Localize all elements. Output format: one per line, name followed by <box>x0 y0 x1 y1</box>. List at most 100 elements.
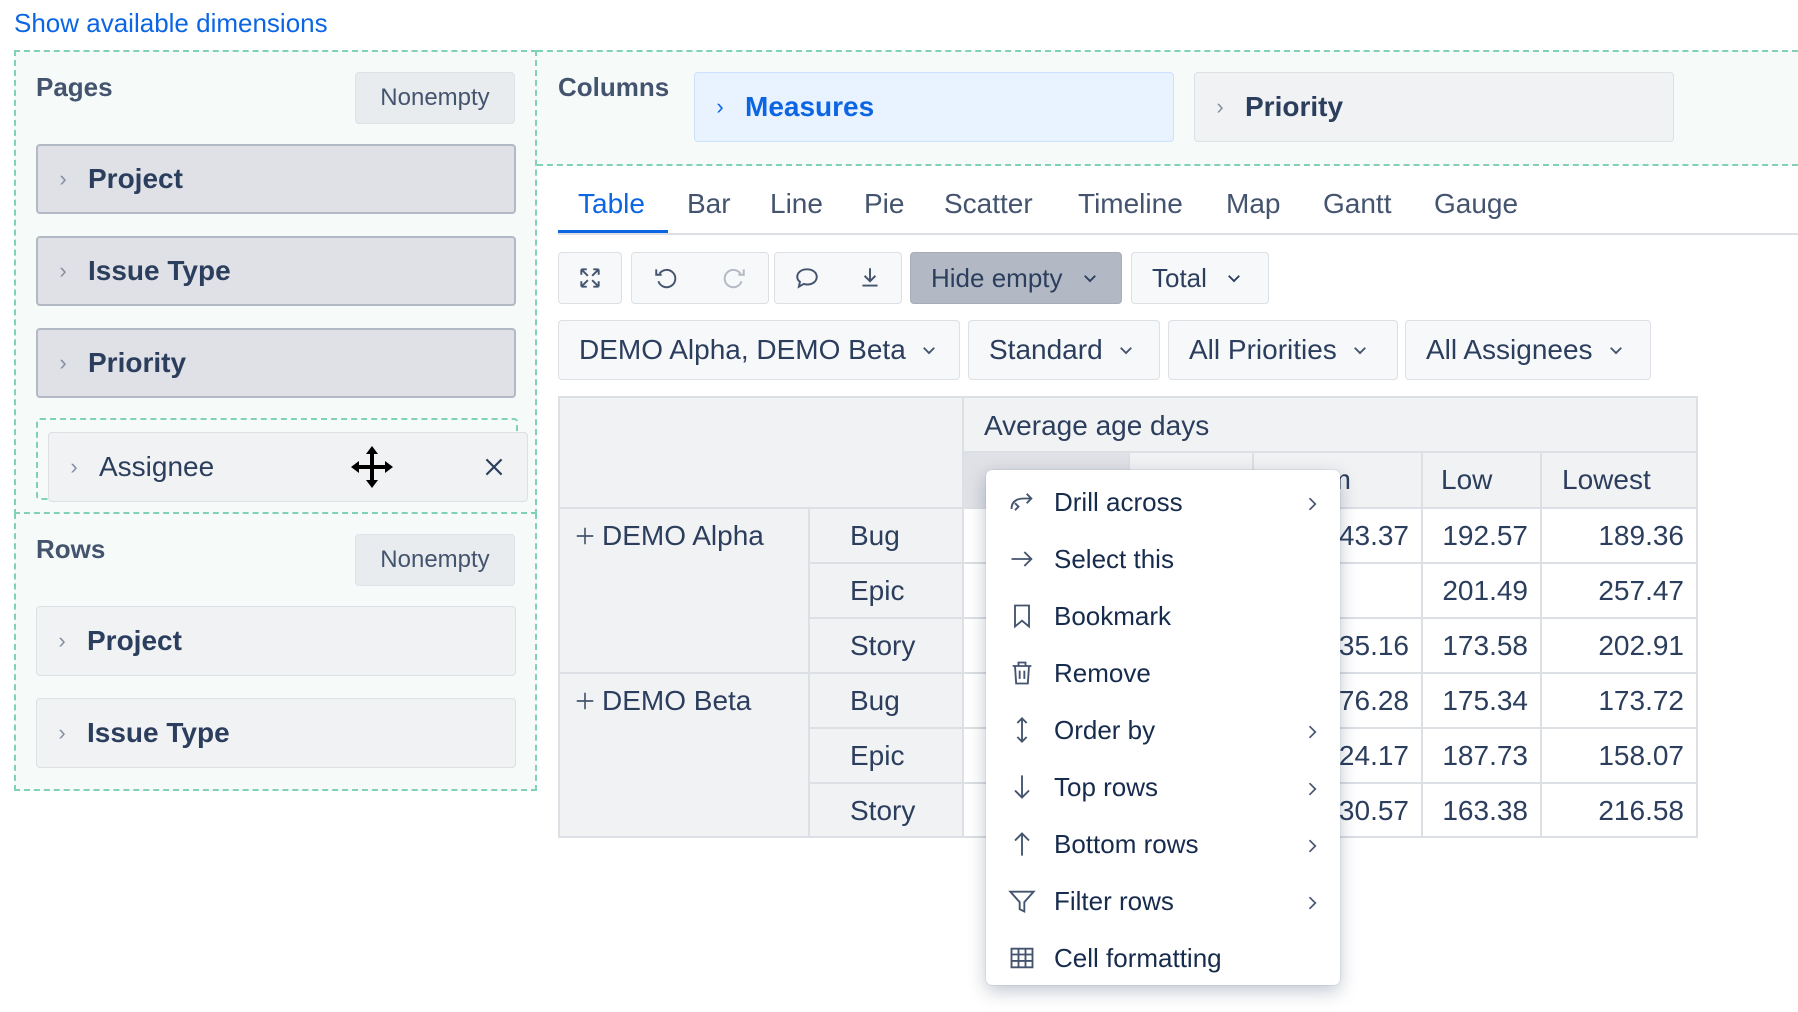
grid-line <box>1421 452 1423 838</box>
menu-item-top-rows[interactable]: Top rows <box>986 759 1340 815</box>
menu-item-filter-rows[interactable]: Filter rows <box>986 873 1340 929</box>
value-cell[interactable]: 30.57 <box>1338 795 1409 826</box>
grid-line <box>808 508 810 838</box>
expand-plus-icon[interactable] <box>574 525 596 547</box>
row-group-demo-beta[interactable]: DEMO Beta <box>574 679 751 723</box>
project-filter-dropdown[interactable]: DEMO Alpha, DEMO Beta <box>558 320 960 380</box>
value-cell[interactable]: 202.91 <box>1598 630 1684 661</box>
row-header-epic[interactable]: Epic <box>850 575 905 606</box>
value-cell[interactable]: 173.58 <box>1442 630 1528 661</box>
chevron-right-icon: › <box>59 350 67 375</box>
menu-item-label: Bookmark <box>1054 600 1172 631</box>
total-dropdown[interactable]: Total <box>1131 252 1269 304</box>
menu-item-bookmark[interactable]: Bookmark <box>986 588 1340 644</box>
menu-item-select-this[interactable]: Select this <box>986 531 1340 587</box>
header-low[interactable]: Low <box>1441 464 1493 495</box>
page-dimension-assignee-dragging[interactable]: › Assignee <box>48 432 528 502</box>
dimension-label: Issue Type <box>88 255 231 286</box>
page-dimension-priority[interactable]: › Priority <box>36 328 516 398</box>
value-cell[interactable]: 192.57 <box>1442 520 1528 551</box>
value-cell[interactable]: 175.34 <box>1442 685 1528 716</box>
header-lowest[interactable]: Lowest <box>1562 464 1651 495</box>
priorities-filter-dropdown[interactable]: All Priorities <box>1168 320 1398 380</box>
column-dimension-priority[interactable]: › Priority <box>1194 72 1674 142</box>
active-tab-indicator <box>558 230 668 234</box>
standard-filter-dropdown[interactable]: Standard <box>968 320 1160 380</box>
tab-bar[interactable]: Bar <box>687 188 731 219</box>
value-cell[interactable]: 257.47 <box>1598 575 1684 606</box>
column-dimension-measures[interactable]: › Measures <box>694 72 1174 142</box>
measure-header[interactable]: Average age days <box>984 410 1210 441</box>
dimension-label: Assignee <box>99 451 215 482</box>
row-dimension-issue-type[interactable]: › Issue Type <box>36 698 516 768</box>
download-icon[interactable] <box>857 265 883 291</box>
chevron-right-icon: › <box>58 628 66 653</box>
grid-line <box>962 451 1698 453</box>
undo-icon[interactable] <box>653 265 679 291</box>
chevron-down-icon <box>1225 269 1243 287</box>
page-dimension-issue-type[interactable]: › Issue Type <box>36 236 516 306</box>
menu-item-remove[interactable]: Remove <box>986 645 1340 701</box>
row-group-demo-alpha[interactable]: DEMO Alpha <box>574 514 764 558</box>
tab-timeline[interactable]: Timeline <box>1078 188 1183 219</box>
tabs-divider <box>558 233 1798 235</box>
rows-nonempty-button[interactable]: Nonempty <box>355 534 515 586</box>
redo-icon[interactable] <box>721 265 747 291</box>
tab-gauge[interactable]: Gauge <box>1434 188 1519 219</box>
chevron-right-icon <box>1302 490 1322 521</box>
value-cell[interactable]: 158.07 <box>1598 740 1684 771</box>
expand-plus-icon[interactable] <box>574 690 596 712</box>
value-cell[interactable]: 201.49 <box>1442 575 1528 606</box>
assignees-filter-dropdown[interactable]: All Assignees <box>1405 320 1651 380</box>
value-cell[interactable]: 173.72 <box>1598 685 1684 716</box>
menu-item-label: Top rows <box>1054 771 1159 802</box>
dimension-label: Project <box>88 163 183 194</box>
menu-item-order-by[interactable]: Order by <box>986 702 1340 758</box>
chevron-down-icon <box>1351 341 1369 359</box>
hide-empty-label: Hide empty <box>931 262 1063 293</box>
value-cell[interactable]: 24.17 <box>1338 740 1409 771</box>
menu-item-drill-across[interactable]: Drill across <box>986 474 1340 530</box>
chevron-right-icon <box>1302 718 1322 749</box>
value-cell[interactable]: 163.38 <box>1442 795 1528 826</box>
show-available-dimensions-link[interactable]: Show available dimensions <box>14 8 328 38</box>
menu-item-cell-formatting[interactable]: Cell formatting <box>986 930 1340 986</box>
fullscreen-button[interactable] <box>558 252 622 304</box>
tab-table[interactable]: Table <box>578 188 645 219</box>
grid-line <box>962 398 964 838</box>
menu-item-label: Select this <box>1054 543 1174 574</box>
dimension-label: Measures <box>745 91 875 122</box>
value-cell[interactable]: 187.73 <box>1442 740 1528 771</box>
row-header-bug[interactable]: Bug <box>850 520 900 551</box>
value-cell[interactable]: 43.37 <box>1338 520 1409 551</box>
tab-pie[interactable]: Pie <box>864 188 905 219</box>
chevron-down-icon <box>1081 269 1099 287</box>
close-icon[interactable] <box>481 454 507 480</box>
value-cell[interactable]: 35.16 <box>1338 630 1409 661</box>
tab-line[interactable]: Line <box>770 188 823 219</box>
move-cursor-icon <box>350 445 394 494</box>
row-header-epic[interactable]: Epic <box>850 740 905 771</box>
chevron-right-icon <box>1302 889 1322 920</box>
menu-item-bottom-rows[interactable]: Bottom rows <box>986 816 1340 872</box>
arrow-right-icon <box>1006 543 1038 575</box>
row-header-story[interactable]: Story <box>850 630 916 661</box>
hide-empty-dropdown[interactable]: Hide empty <box>910 252 1122 304</box>
tab-gantt[interactable]: Gantt <box>1323 188 1392 219</box>
project-label: DEMO Beta <box>602 685 752 716</box>
standard-filter-label: Standard <box>989 334 1103 365</box>
value-cell[interactable]: 216.58 <box>1598 795 1684 826</box>
value-cell[interactable]: 189.36 <box>1598 520 1684 551</box>
value-cell[interactable]: 76.28 <box>1338 685 1409 716</box>
row-header-bug[interactable]: Bug <box>850 685 900 716</box>
page-dimension-project[interactable]: › Project <box>36 144 516 214</box>
comment-icon[interactable] <box>794 265 820 291</box>
tab-map[interactable]: Map <box>1226 188 1281 219</box>
row-header-story[interactable]: Story <box>850 795 916 826</box>
tab-scatter[interactable]: Scatter <box>944 188 1033 219</box>
total-label: Total <box>1152 262 1207 293</box>
dimension-label: Project <box>87 625 182 656</box>
menu-item-label: Filter rows <box>1054 885 1174 916</box>
pages-nonempty-button[interactable]: Nonempty <box>355 72 515 124</box>
row-dimension-project[interactable]: › Project <box>36 606 516 676</box>
